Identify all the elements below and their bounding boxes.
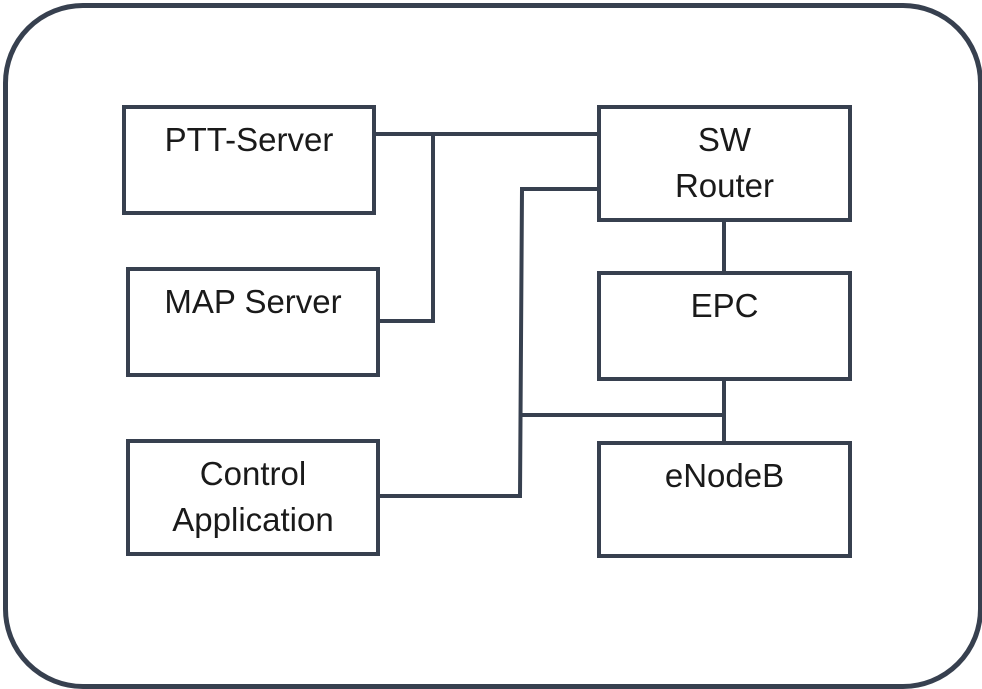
map-server-label: MAP Server: [164, 283, 342, 320]
diagram-frame: [3, 3, 982, 689]
epc-node: EPC: [597, 271, 852, 381]
control-application-node: Control Application: [126, 439, 380, 556]
ptt-server-label: PTT-Server: [164, 121, 334, 158]
control-label-line1: Control: [199, 455, 307, 492]
control-label-line2: Application: [172, 501, 334, 538]
epc-label: EPC: [690, 287, 759, 324]
map-server-node: MAP Server: [126, 267, 380, 377]
sw-label-line2: Router: [674, 167, 775, 204]
sw-label-line1: SW: [697, 121, 752, 158]
edge-map-sw: [380, 134, 435, 323]
enodeb-label: eNodeB: [664, 457, 785, 494]
edge-control-sw: [380, 187, 597, 498]
ptt-server-node: PTT-Server: [122, 105, 376, 215]
enodeb-node: eNodeB: [597, 441, 852, 558]
sw-router-node: SW Router: [597, 105, 852, 222]
